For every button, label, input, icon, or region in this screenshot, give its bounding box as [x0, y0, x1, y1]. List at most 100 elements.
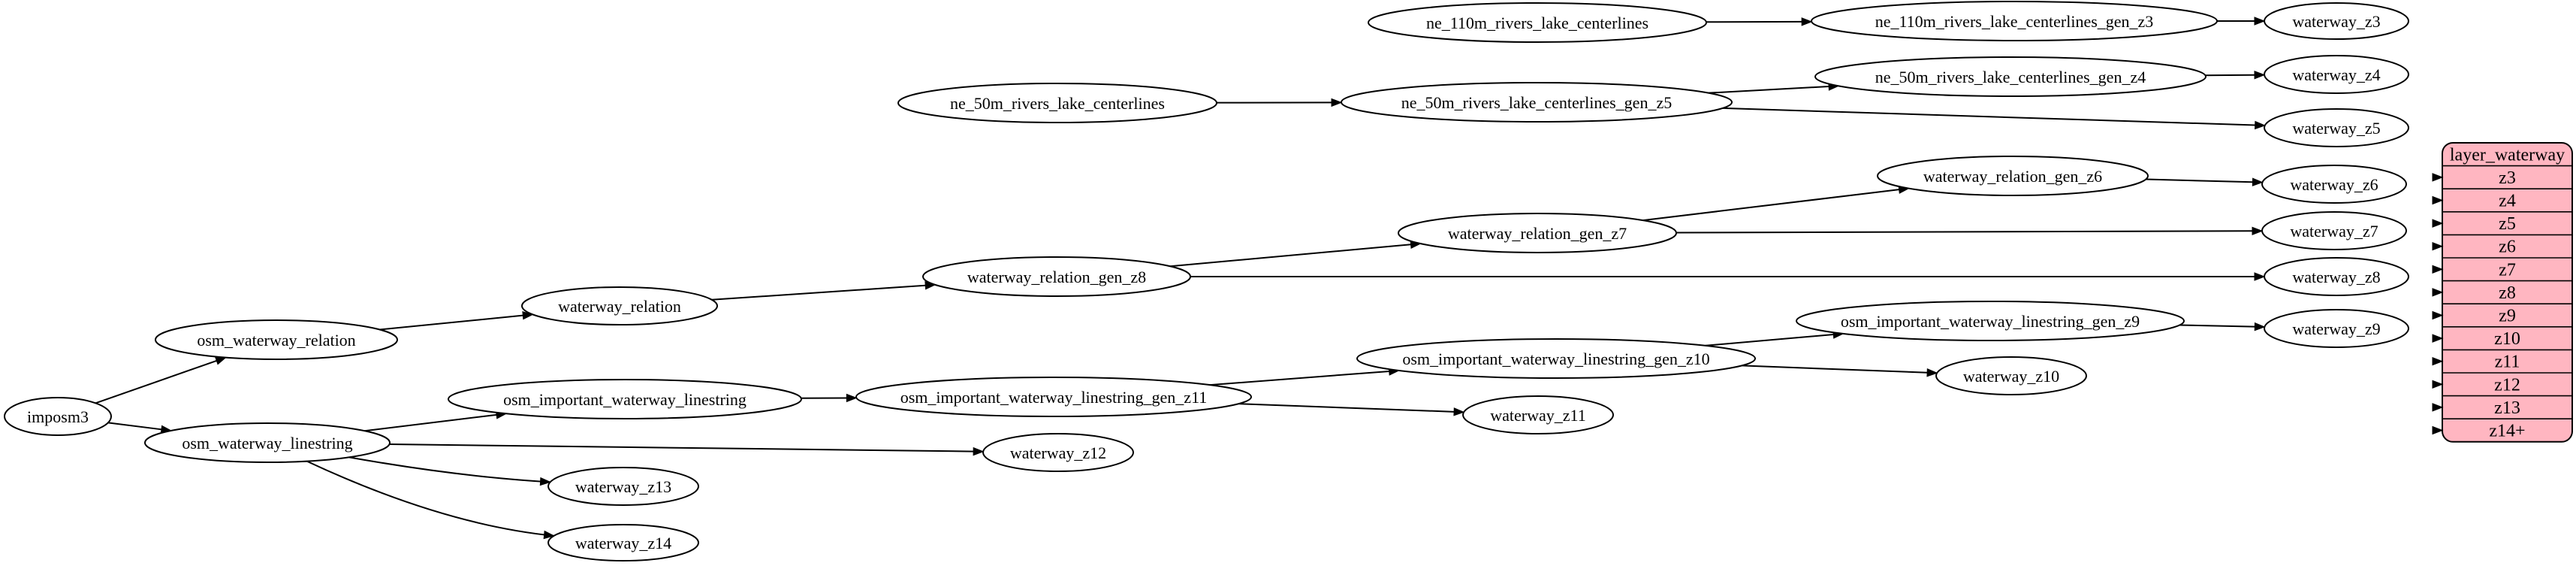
table-row-z4: z4 — [2499, 192, 2516, 211]
edge-ne_50m_rivers_lake_centerlines-ne_50m_rivers_lake_centerlines_gen_z5-arrow-icon — [1332, 98, 1341, 106]
edge-osm_important_waterway_linestring_gen_z11-osm_important_waterway_linestring_gen_z10 — [1210, 371, 1389, 385]
node-label-waterway_relation_gen_z7: waterway_relation_gen_z7 — [1448, 224, 1627, 243]
edge-osm_important_waterway_linestring_gen_z9-waterway_z9-arrow-icon — [2255, 323, 2264, 331]
table-row-z13: z13 — [2494, 398, 2520, 418]
edge-ne_50m_rivers_lake_centerlines_gen_z4-waterway_z4-arrow-icon — [2255, 71, 2264, 79]
node-label-waterway_z10: waterway_z10 — [1963, 367, 2059, 386]
node-waterway_z13: waterway_z13 — [548, 468, 698, 505]
node-label-waterway_z5: waterway_z5 — [2292, 119, 2380, 138]
node-label-waterway_z6: waterway_z6 — [2290, 175, 2378, 194]
edge-osm_waterway_relation-waterway_relation — [379, 316, 523, 330]
edge-waterway_relation_gen_z6-waterway_z6 — [2146, 180, 2252, 183]
node-waterway_z8: waterway_z8 — [2264, 258, 2409, 295]
node-ne_110m_rivers_lake_centerlines_gen_z3: ne_110m_rivers_lake_centerlines_gen_z3 — [1811, 2, 2217, 41]
edge-imposm3-osm_waterway_linestring — [108, 422, 161, 429]
table-row-z6: z6 — [2499, 238, 2516, 257]
edge-waterway_relation_gen_z7-waterway_relation_gen_z6 — [1643, 189, 1899, 220]
edge-osm_waterway_linestring-waterway_z14 — [307, 462, 554, 536]
edge-imposm3-osm_waterway_relation-arrow-icon — [216, 357, 226, 364]
node-label-ne_50m_rivers_lake_centerlines_gen_z5: ne_50m_rivers_lake_centerlines_gen_z5 — [1401, 93, 1672, 112]
table-row-z7: z7 — [2499, 260, 2516, 280]
node-label-ne_50m_rivers_lake_centerlines: ne_50m_rivers_lake_centerlines — [950, 94, 1165, 113]
edge-waterway_z11-table-z11-arrow-icon — [2433, 358, 2442, 365]
edge-imposm3-osm_waterway_relation — [95, 361, 216, 403]
edge-osm_important_waterway_linestring_gen_z10-osm_important_waterway_linestring_gen_z9 — [1706, 334, 1834, 346]
node-waterway_relation_gen_z7: waterway_relation_gen_z7 — [1398, 213, 1676, 253]
node-osm_important_waterway_linestring_gen_z11: osm_important_waterway_linestring_gen_z1… — [856, 377, 1251, 416]
node-waterway_z3: waterway_z3 — [2264, 3, 2409, 39]
node-waterway_z6: waterway_z6 — [2262, 165, 2406, 203]
edge-waterway_relation_gen_z8-waterway_z8-arrow-icon — [2255, 273, 2264, 280]
node-label-osm_important_waterway_linestring_gen_z10: osm_important_waterway_linestring_gen_z1… — [1402, 350, 1709, 368]
node-waterway_relation_gen_z6: waterway_relation_gen_z6 — [1878, 156, 2148, 195]
edge-waterway_z12-table-z12-arrow-icon — [2433, 380, 2442, 388]
edge-waterway_z14-table-z14+-arrow-icon — [2433, 427, 2442, 434]
edge-waterway_z10-table-z10-arrow-icon — [2433, 334, 2442, 342]
node-osm_waterway_linestring: osm_waterway_linestring — [145, 423, 390, 462]
node-label-waterway_z9: waterway_z9 — [2292, 319, 2380, 338]
edge-waterway_relation_gen_z7-waterway_z7-arrow-icon — [2252, 227, 2262, 235]
table-row-z12: z12 — [2494, 375, 2520, 395]
node-ne_50m_rivers_lake_centerlines_gen_z5: ne_50m_rivers_lake_centerlines_gen_z5 — [1341, 83, 1732, 122]
table-row-z10: z10 — [2494, 329, 2520, 349]
edge-waterway_z5-table-z5-arrow-icon — [2433, 219, 2442, 227]
table-row-z8: z8 — [2499, 283, 2516, 303]
edge-osm_important_waterway_linestring_gen_z9-waterway_z9 — [2179, 325, 2255, 326]
edge-waterway_z4-table-z4-arrow-icon — [2433, 197, 2442, 204]
edge-ne_50m_rivers_lake_centerlines_gen_z5-waterway_z5-arrow-icon — [2255, 122, 2265, 129]
node-label-osm_waterway_relation: osm_waterway_relation — [197, 331, 355, 350]
node-label-waterway_z11: waterway_z11 — [1490, 406, 1585, 425]
node-label-ne_110m_rivers_lake_centerlines_gen_z3: ne_110m_rivers_lake_centerlines_gen_z3 — [1875, 12, 2154, 31]
edge-osm_waterway_linestring-waterway_z12 — [390, 444, 974, 452]
edge-waterway_relation-waterway_relation_gen_z8 — [712, 286, 925, 300]
edge-osm_important_waterway_linestring_gen_z11-waterway_z11 — [1238, 404, 1454, 412]
node-label-ne_50m_rivers_lake_centerlines_gen_z4: ne_50m_rivers_lake_centerlines_gen_z4 — [1875, 68, 2146, 86]
edge-waterway_z13-table-z13-arrow-icon — [2433, 404, 2442, 411]
edge-ne_110m_rivers_lake_centerlines-ne_110m_rivers_lake_centerlines_gen_z3-arrow-icon — [1802, 18, 1811, 26]
node-label-waterway_z13: waterway_z13 — [575, 477, 671, 496]
node-label-waterway_relation: waterway_relation — [558, 297, 681, 316]
node-waterway_z11: waterway_z11 — [1463, 396, 1613, 434]
node-waterway_z10: waterway_z10 — [1936, 357, 2086, 395]
node-label-osm_important_waterway_linestring: osm_important_waterway_linestring — [503, 390, 747, 409]
node-waterway_z9: waterway_z9 — [2264, 310, 2409, 347]
edge-osm_waterway_linestring-osm_important_waterway_linestring — [365, 415, 497, 431]
node-waterway_z14: waterway_z14 — [548, 525, 698, 561]
node-waterway_z12: waterway_z12 — [983, 434, 1133, 471]
table-title: layer_waterway — [2450, 145, 2565, 165]
edge-osm_important_waterway_linestring-osm_important_waterway_linestring_gen_z11-arrow-icon — [846, 394, 856, 401]
node-label-osm_waterway_linestring: osm_waterway_linestring — [182, 434, 352, 452]
node-label-waterway_relation_gen_z8: waterway_relation_gen_z8 — [967, 268, 1146, 286]
edge-ne_110m_rivers_lake_centerlines_gen_z3-waterway_z3-arrow-icon — [2255, 17, 2264, 25]
node-label-osm_important_waterway_linestring_gen_z9: osm_important_waterway_linestring_gen_z9 — [1841, 312, 2140, 331]
node-osm_important_waterway_linestring_gen_z10: osm_important_waterway_linestring_gen_z1… — [1357, 339, 1755, 378]
node-ne_50m_rivers_lake_centerlines_gen_z4: ne_50m_rivers_lake_centerlines_gen_z4 — [1815, 57, 2206, 96]
table-row-z11: z11 — [2495, 353, 2520, 372]
edge-waterway_relation_gen_z7-waterway_z7 — [1676, 231, 2252, 232]
edge-waterway_z9-table-z9-arrow-icon — [2433, 312, 2442, 319]
edge-waterway_z7-table-z7-arrow-icon — [2433, 265, 2442, 273]
node-osm_important_waterway_linestring: osm_important_waterway_linestring — [448, 380, 801, 419]
node-waterway_relation_gen_z8: waterway_relation_gen_z8 — [923, 257, 1190, 296]
node-label-imposm3: imposm3 — [27, 407, 89, 426]
edge-waterway_relation_gen_z6-waterway_z6-arrow-icon — [2252, 178, 2262, 186]
table-row-z3: z3 — [2499, 168, 2516, 188]
edge-waterway_z3-table-z3-arrow-icon — [2433, 174, 2442, 181]
node-label-ne_110m_rivers_lake_centerlines: ne_110m_rivers_lake_centerlines — [1426, 14, 1648, 32]
node-waterway_z5: waterway_z5 — [2264, 109, 2409, 147]
node-waterway_z4: waterway_z4 — [2264, 56, 2409, 93]
node-label-waterway_z3: waterway_z3 — [2292, 12, 2380, 31]
node-ne_110m_rivers_lake_centerlines: ne_110m_rivers_lake_centerlines — [1368, 3, 1706, 42]
edge-osm_waterway_linestring-waterway_z13 — [349, 457, 550, 482]
node-waterway_relation: waterway_relation — [522, 287, 717, 325]
edge-ne_50m_rivers_lake_centerlines_gen_z5-waterway_z5 — [1723, 108, 2255, 126]
node-osm_important_waterway_linestring_gen_z9: osm_important_waterway_linestring_gen_z9 — [1796, 301, 2184, 340]
table-row-z5: z5 — [2499, 214, 2516, 234]
node-label-waterway_z14: waterway_z14 — [575, 534, 671, 552]
node-label-waterway_z7: waterway_z7 — [2290, 222, 2378, 241]
table-layer_waterway: layer_waterwayz3z4z5z6z7z8z9z10z11z12z13… — [2442, 143, 2572, 442]
node-imposm3: imposm3 — [5, 398, 111, 435]
node-label-waterway_z4: waterway_z4 — [2292, 65, 2380, 84]
node-label-waterway_relation_gen_z6: waterway_relation_gen_z6 — [1923, 167, 2102, 186]
